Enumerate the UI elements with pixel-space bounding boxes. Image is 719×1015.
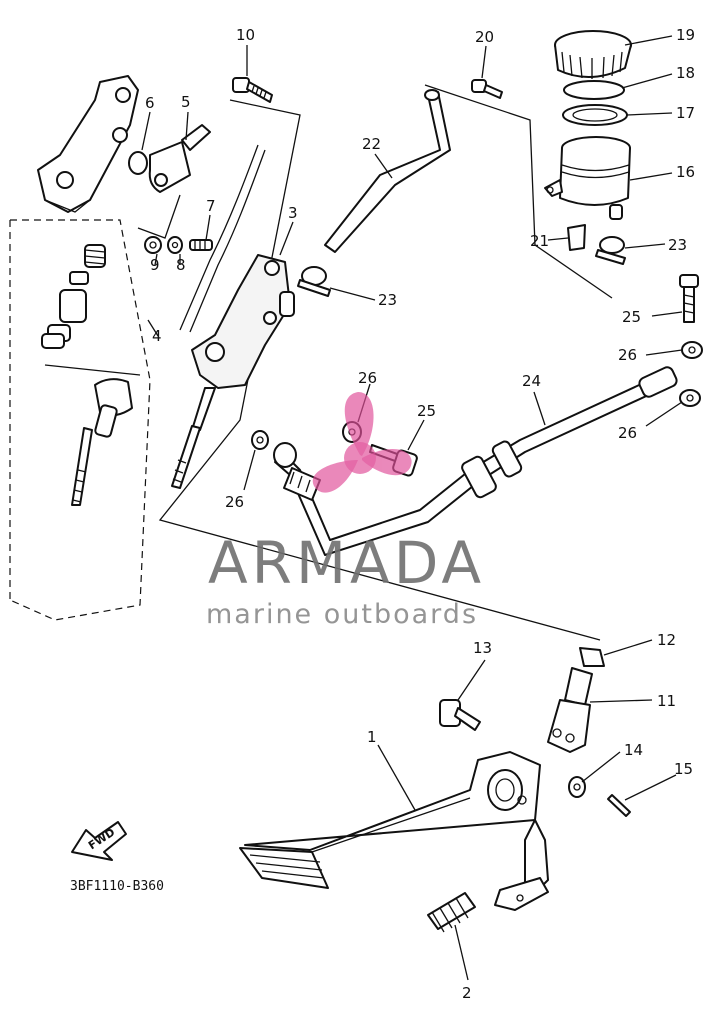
callout-26-right-top: 26 [618, 346, 637, 364]
callout-26-center: 26 [358, 369, 377, 387]
watermark-tagline: marine outboards [206, 599, 478, 630]
cap-plate-18 [563, 80, 625, 100]
nut-12 [579, 647, 605, 667]
callout-20: 20 [475, 28, 494, 46]
callout-26-left: 26 [225, 493, 244, 511]
return-spring-2 [427, 892, 476, 933]
pivot-bolt-13 [439, 699, 481, 731]
callout-16: 16 [676, 163, 695, 181]
callout-19: 19 [676, 26, 695, 44]
washer-26-right-bottom [679, 389, 701, 407]
circlip-6 [128, 151, 148, 175]
callout-15: 15 [674, 760, 693, 778]
callout-7: 7 [206, 197, 216, 215]
bolt-7 [189, 239, 213, 251]
hose-clamp-23-left [297, 266, 331, 297]
clevis-11 [547, 667, 593, 753]
bracket-21 [567, 224, 586, 251]
bolt-20 [471, 79, 503, 99]
callout-13: 13 [473, 639, 492, 657]
callout-leaders [141, 35, 683, 981]
reservoir-16 [544, 136, 631, 220]
fwd-arrow [71, 821, 127, 861]
bolt-10 [232, 77, 273, 103]
master-cylinder-housing-left [37, 75, 139, 213]
washer-26-left [251, 430, 269, 450]
armada-watermark: ARMADA marine outboards [206, 392, 485, 630]
callout-23-right: 23 [668, 236, 687, 254]
watermark-brand: ARMADA [208, 529, 485, 597]
callout-25-center: 25 [417, 402, 436, 420]
callout-23-left: 23 [378, 291, 397, 309]
union-bolt-25-right [679, 274, 699, 323]
brake-hose-24 [273, 366, 678, 556]
callout-5: 5 [181, 93, 191, 111]
callout-22: 22 [362, 135, 381, 153]
piston-kit-4 [41, 244, 133, 506]
master-cylinder-3 [171, 254, 295, 489]
reservoir-cap-19 [554, 30, 632, 79]
callout-12: 12 [657, 631, 676, 649]
callout-21: 21 [530, 232, 549, 250]
washer-26-right-top [681, 341, 703, 359]
callout-25-right: 25 [622, 308, 641, 326]
washer-14 [568, 776, 586, 798]
callout-17: 17 [676, 104, 695, 122]
brake-pedal-1 [239, 751, 549, 911]
callout-3: 3 [288, 204, 298, 222]
diaphragm-17 [562, 104, 628, 126]
assembly-guide-lines [9, 84, 613, 641]
propeller-logo [312, 392, 412, 493]
cotter-pin-15 [607, 794, 631, 817]
callout-8: 8 [176, 256, 186, 274]
callout-18: 18 [676, 64, 695, 82]
callout-9: 9 [150, 256, 160, 274]
callout-numbers: 10 5 6 7 9 8 3 22 20 19 18 17 16 21 23 2… [145, 26, 695, 1002]
diagram-code: 3BF1110-B360 [70, 879, 164, 894]
callout-1: 1 [367, 728, 377, 746]
callout-24: 24 [522, 372, 541, 390]
washer-8 [167, 236, 183, 254]
callout-10: 10 [236, 26, 255, 44]
callout-4: 4 [152, 327, 162, 345]
callout-26-right-bottom: 26 [618, 424, 637, 442]
callout-2: 2 [462, 984, 472, 1002]
callout-14: 14 [624, 741, 643, 759]
bracket-5 [148, 124, 211, 193]
callout-6: 6 [145, 94, 155, 112]
callout-11: 11 [657, 692, 676, 710]
hose-clamp-23-right [595, 236, 626, 265]
washer-9 [144, 236, 162, 254]
